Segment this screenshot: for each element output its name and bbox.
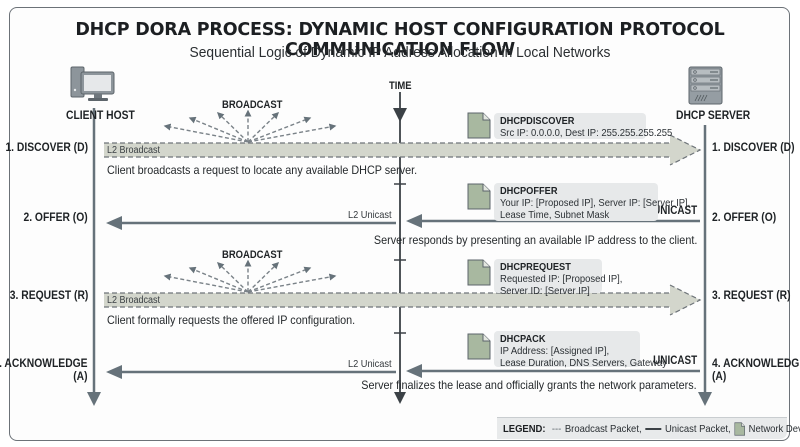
l2-broadcast-label: L2 Broadcast bbox=[107, 145, 161, 156]
time-axis bbox=[393, 92, 407, 404]
packet-detail: Lease Duration, DNS Servers, Gateway bbox=[500, 357, 668, 369]
server-rack-icon bbox=[688, 66, 723, 105]
l2-broadcast-label: L2 Broadcast bbox=[107, 295, 161, 306]
packet-document-icon bbox=[467, 333, 491, 360]
step-label-ack-right: 4. ACKNOWLEDGE (A) bbox=[712, 357, 800, 383]
packet-name: DHCPOFFER bbox=[500, 185, 558, 197]
packet-detail: IP Address: [Assigned IP], bbox=[500, 345, 610, 357]
dhcp-server-label: DHCP SERVER bbox=[676, 108, 751, 122]
packet-document-icon bbox=[467, 112, 491, 139]
offer-unicast-arrow-left bbox=[106, 216, 396, 230]
server-lifeline bbox=[698, 125, 712, 406]
step-label-line: 4. ACKNOWLEDGE bbox=[712, 356, 800, 370]
step-label-line: (A) bbox=[712, 369, 727, 383]
client-lifeline bbox=[87, 108, 101, 406]
network-device-doc-icon bbox=[734, 421, 745, 436]
legend: LEGEND: --- Broadcast Packet, Unicast Pa… bbox=[497, 417, 800, 439]
unicast-label: UNICAST bbox=[653, 355, 697, 367]
step-label-line: (A) bbox=[73, 369, 88, 383]
broadcast-burst-label: BROADCAST bbox=[222, 249, 283, 261]
packet-info-discover: DHCPDISCOVER Src IP: 0.0.0.0, Dest IP: 2… bbox=[494, 113, 673, 139]
step-label-discover-left: 1. DISCOVER (D) bbox=[5, 140, 88, 154]
packet-name: DHCPACK bbox=[500, 333, 546, 345]
step-label-discover-right: 1. DISCOVER (D) bbox=[712, 140, 795, 154]
packet-name: DHCPDISCOVER bbox=[500, 115, 575, 127]
step-description-discover: Client broadcasts a request to locate an… bbox=[107, 163, 418, 177]
legend-item-broadcast: Broadcast Packet, bbox=[564, 422, 642, 435]
request-broadcast-arrow bbox=[104, 284, 702, 316]
broadcast-burst-label: BROADCAST bbox=[222, 99, 283, 111]
request-broadcast-burst bbox=[163, 259, 337, 293]
legend-item-network-device: Network Device bbox=[748, 422, 800, 435]
client-host-label: CLIENT HOST bbox=[66, 108, 135, 122]
packet-info-offer: DHCPOFFER Your IP: [Proposed IP], Server… bbox=[494, 183, 691, 221]
step-description-offer: Server responds by presenting an availab… bbox=[373, 233, 697, 247]
step-label-request-left: 3. REQUEST (R) bbox=[9, 288, 88, 302]
packet-detail: Lease Time, Subnet Mask bbox=[500, 209, 610, 221]
packet-document-icon bbox=[467, 259, 491, 286]
l2-unicast-label: L2 Unicast bbox=[348, 358, 392, 370]
broadcast-dash-symbol: --- bbox=[551, 422, 562, 435]
packet-detail: Requested IP: [Proposed IP], bbox=[500, 273, 623, 285]
packet-document-icon bbox=[467, 183, 491, 210]
unicast-label: UNICAST bbox=[653, 205, 697, 217]
legend-item-unicast: Unicast Packet, bbox=[664, 422, 731, 435]
offer-unicast-arrow-right bbox=[406, 214, 700, 228]
page-subtitle: Sequential Logic of Dynamic IP Address A… bbox=[189, 44, 611, 61]
ack-unicast-arrow-left bbox=[106, 365, 396, 379]
step-label-line: 4. ACKNOWLEDGE bbox=[0, 356, 88, 370]
unicast-line-symbol bbox=[645, 427, 662, 430]
packet-detail: Server ID: [Server IP] bbox=[500, 285, 590, 297]
ack-unicast-arrow-right bbox=[406, 364, 700, 378]
packet-info-ack: DHCPACK IP Address: [Assigned IP], Lease… bbox=[494, 331, 668, 369]
legend-title: LEGEND: bbox=[503, 422, 546, 435]
step-label-ack-left: 4. ACKNOWLEDGE (A) bbox=[0, 357, 88, 383]
step-label-offer-right: 2. OFFER (O) bbox=[712, 210, 777, 224]
discover-broadcast-arrow bbox=[104, 134, 702, 166]
packet-info-request: DHCPREQUEST Requested IP: [Proposed IP],… bbox=[494, 259, 623, 297]
discover-broadcast-burst bbox=[163, 109, 337, 143]
step-description-ack: Server finalizes the lease and officiall… bbox=[361, 378, 697, 392]
step-label-request-right: 3. REQUEST (R) bbox=[712, 288, 791, 302]
packet-name: DHCPREQUEST bbox=[500, 261, 571, 273]
step-label-offer-left: 2. OFFER (O) bbox=[23, 210, 88, 224]
packet-detail: Src IP: 0.0.0.0, Dest IP: 255.255.255.25… bbox=[500, 127, 673, 139]
step-description-request: Client formally requests the offered IP … bbox=[107, 313, 356, 327]
page-title: DHCP DORA PROCESS: DYNAMIC HOST CONFIGUR… bbox=[75, 20, 725, 60]
desktop-computer-icon bbox=[70, 66, 115, 101]
l2-unicast-label: L2 Unicast bbox=[348, 209, 392, 221]
packet-detail: Your IP: [Proposed IP], Server IP: [Serv… bbox=[500, 197, 691, 209]
time-label: TIME bbox=[389, 80, 412, 92]
